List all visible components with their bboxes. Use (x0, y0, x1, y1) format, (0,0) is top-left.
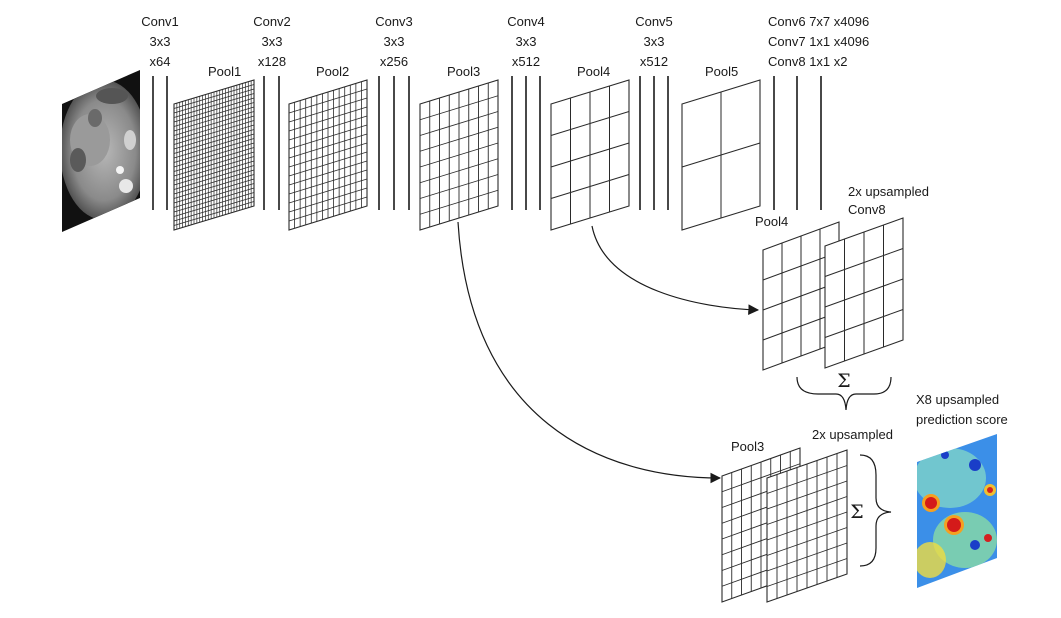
grid-line (288, 151, 368, 177)
conv3-label: Conv3 3x3 x256 (375, 14, 413, 69)
fusion2-pool3-label: Pool3 (731, 439, 764, 454)
fusion1-upsampled-label: 2x upsampled (848, 184, 929, 199)
svg-text:x512: x512 (512, 54, 540, 69)
svg-text:Conv5: Conv5 (635, 14, 673, 29)
fusion2-upsampled-label: 2x upsampled (812, 427, 893, 442)
grid-line (419, 189, 499, 215)
grid-line (288, 142, 368, 168)
pool5-label: Pool5 (705, 64, 738, 79)
grid-line (766, 511, 848, 541)
sum-symbol-2: Σ (850, 501, 863, 523)
sum-symbol-1: Σ (837, 370, 850, 392)
grid-line (681, 142, 761, 168)
grid-line (550, 174, 630, 199)
conv-layer-bars (152, 76, 822, 210)
svg-text:x64: x64 (150, 54, 171, 69)
grid-line (173, 174, 255, 199)
pool5-feature-map (681, 79, 761, 231)
grid-line (419, 174, 499, 199)
grid-line (288, 169, 368, 195)
svg-text:Conv8 1x1 x2: Conv8 1x1 x2 (768, 54, 848, 69)
grid-line (173, 160, 255, 186)
pool4-skip-arrow (591, 225, 760, 316)
grid-line (824, 278, 904, 308)
fusion2-upsampled-map (766, 449, 848, 603)
output-label-line1: X8 upsampled (916, 392, 999, 407)
pool1-feature-map (173, 79, 255, 231)
pool3-skip-arrow (457, 221, 722, 484)
grid-line (173, 187, 255, 213)
svg-text:x512: x512 (640, 54, 668, 69)
grid-line (173, 151, 255, 177)
conv4-label: Conv4 3x3 x512 (507, 14, 545, 69)
grid-line (288, 178, 368, 204)
grid-line (419, 142, 499, 168)
pool4-label: Pool4 (577, 64, 610, 79)
svg-text:Conv1: Conv1 (141, 14, 179, 29)
fusion1-conv8-label: Conv8 (848, 202, 886, 217)
fusion1-upsampled-conv8-map (824, 217, 904, 369)
grid-line (824, 309, 904, 338)
grid-line (766, 527, 848, 556)
sum-brace-1 (796, 376, 892, 411)
svg-text:3x3: 3x3 (384, 34, 405, 49)
grid-line (173, 201, 255, 226)
svg-text:3x3: 3x3 (516, 34, 537, 49)
fc-conv-labels: Conv6 7x7 x4096 Conv7 1x1 x4096 Conv8 1x… (768, 14, 869, 69)
grid-line (550, 142, 630, 168)
svg-text:Conv7 1x1 x4096: Conv7 1x1 x4096 (768, 34, 869, 49)
svg-text:x256: x256 (380, 54, 408, 69)
grid-line (173, 165, 255, 190)
output-label-line2: prediction score (916, 412, 1008, 427)
pool2-feature-map (288, 79, 368, 231)
pool2-label: Pool2 (316, 64, 349, 79)
grid-line (173, 142, 255, 168)
pool1-label: Pool1 (208, 64, 241, 79)
grid-line (173, 183, 255, 208)
svg-text:Conv3: Conv3 (375, 14, 413, 29)
svg-text:3x3: 3x3 (262, 34, 283, 49)
conv1-label: Conv1 3x3 x64 (141, 14, 179, 69)
svg-text:3x3: 3x3 (150, 34, 171, 49)
conv5-label: Conv5 3x3 x512 (635, 14, 673, 69)
svg-text:3x3: 3x3 (644, 34, 665, 49)
pool3-feature-map (419, 79, 499, 231)
grid-line (288, 196, 368, 222)
svg-text:Conv2: Conv2 (253, 14, 291, 29)
grid-line (173, 192, 255, 217)
svg-text:Conv6 7x7 x4096: Conv6 7x7 x4096 (768, 14, 869, 29)
ct-scan-slice-icon (62, 70, 140, 232)
grid-line (173, 156, 255, 181)
grid-line (173, 169, 255, 195)
sum-brace-2 (859, 454, 892, 567)
fusion1-pool4-label: Pool4 (755, 214, 788, 229)
grid-line (766, 542, 848, 572)
grid-line (173, 147, 255, 172)
grid-line (288, 160, 368, 186)
grid-line (766, 558, 848, 587)
pool4-feature-map (550, 79, 630, 231)
grid-line (288, 187, 368, 213)
grid-line (173, 196, 255, 222)
grid-line (173, 178, 255, 204)
svg-text:x128: x128 (258, 54, 286, 69)
grid-line (419, 158, 499, 184)
conv2-label: Conv2 3x3 x128 (253, 14, 291, 69)
svg-text:Conv4: Conv4 (507, 14, 545, 29)
pool3-label: Pool3 (447, 64, 480, 79)
prediction-heatmap-icon (917, 434, 997, 588)
